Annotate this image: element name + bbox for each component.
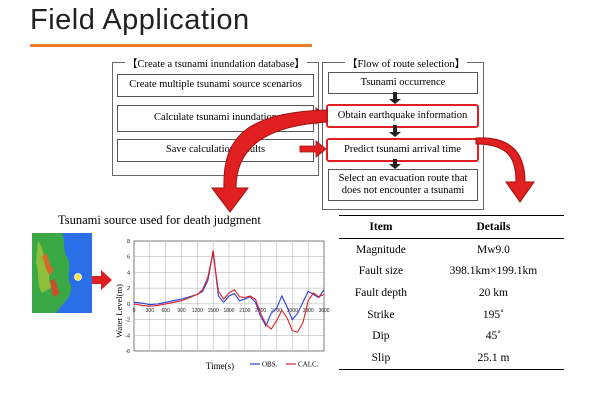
x-tick-label: 3300 — [303, 308, 314, 314]
x-tick-labels: 0 300 600 900 1200 1500 1800 2100 2400 2700 3000 33… — [133, 308, 330, 314]
y-axis-label: Water Level(m) — [114, 284, 124, 338]
step-tsunami-occurrence: Tsunami occurrence — [328, 72, 478, 94]
item-cell: Strike — [367, 308, 395, 321]
step-select-evacuation-route: Select an evacuation route that does not… — [328, 169, 478, 201]
item-cell: Dip — [372, 330, 390, 343]
chart-series — [133, 250, 325, 333]
slide-title: Field Application — [30, 4, 250, 36]
y-tick-label: 6 — [127, 255, 130, 261]
x-tick-label: 3600 — [318, 308, 329, 314]
x-tick-label: 3000 — [287, 308, 298, 314]
details-cell: Mw9.0 — [476, 243, 510, 256]
curved-arrow-right-icon — [475, 137, 535, 203]
y-tick-label: 8 — [127, 239, 130, 245]
x-tick-label: 2100 — [239, 308, 250, 314]
item-cell: Fault size — [358, 265, 404, 278]
header-details: Details — [422, 215, 564, 239]
x-tick-label: 600 — [161, 308, 170, 314]
details-cell: 398.1km×199.1km — [449, 265, 538, 278]
x-tick-label: 0 — [133, 308, 136, 314]
y-tick-label: -4 — [125, 333, 130, 339]
table-header-row: Item Details — [339, 215, 564, 239]
step-obtain-earthquake-info: Obtain earthquake information — [326, 104, 479, 128]
y-tick-label: 2 — [127, 286, 130, 292]
step-calculate-inundation: Calculate tsunami inundation — [117, 105, 314, 132]
item-cell: Fault depth — [354, 286, 407, 299]
route-panel-title: 【Flow of route selection】 — [345, 56, 468, 71]
details-cell: 45˚ — [485, 330, 502, 343]
source-caption: Tsunami source used for death judgment — [58, 213, 261, 227]
legend-label: CALC. — [298, 361, 319, 369]
x-tick-label: 300 — [146, 308, 155, 314]
details-cell: 25.1 m — [422, 346, 564, 370]
title-underline — [30, 44, 312, 47]
x-tick-label: 900 — [177, 308, 186, 314]
series-line-obs — [133, 251, 325, 328]
table-row: Magnitude Mw9.0 — [339, 239, 564, 261]
x-tick-label: 1500 — [208, 308, 219, 314]
table-row: Dip 45˚ — [339, 325, 564, 347]
fault-parameter-table: Item Details Magnitude Mw9.0 Fault size 39… — [339, 215, 564, 370]
x-tick-label: 1200 — [192, 308, 203, 314]
legend-label: OBS. — [262, 361, 278, 369]
x-tick-label: 2400 — [255, 308, 266, 314]
details-cell: 20 km — [478, 286, 508, 299]
y-tick-labels: -6 -4 -2 0 2 4 6 8 — [125, 239, 130, 355]
x-tick-label: 2700 — [271, 308, 282, 314]
series-line-calc — [133, 250, 325, 333]
details-cell: 195˚ — [482, 308, 504, 321]
step-predict-arrival-time: Predict tsunami arrival time — [326, 138, 479, 162]
table-row: Strike 195˚ — [339, 304, 564, 326]
table-row: Fault size 398.1km×199.1km — [339, 261, 564, 283]
table-row: Fault depth 20 km — [339, 282, 564, 304]
database-panel-title: 【Create a tsunami inundation database】 — [125, 56, 307, 71]
header-item: Item — [339, 215, 423, 239]
x-tick-label: 1800 — [223, 308, 234, 314]
step-save-results: Save calculation results — [117, 139, 314, 162]
tsunami-source-map — [32, 233, 92, 313]
y-tick-label: -2 — [125, 318, 130, 324]
x-axis-label: Time(s) — [206, 361, 234, 371]
item-cell: Magnitude — [356, 243, 406, 256]
y-tick-label: -6 — [125, 349, 130, 355]
chart-legend: OBS. CALC. — [250, 361, 319, 369]
step-create-scenarios: Create multiple tsunami source scenarios — [117, 74, 314, 97]
item-cell: Slip — [339, 346, 423, 370]
right-arrow-icon — [91, 270, 112, 290]
y-tick-label: 0 — [127, 302, 130, 308]
y-tick-label: 4 — [127, 270, 130, 276]
